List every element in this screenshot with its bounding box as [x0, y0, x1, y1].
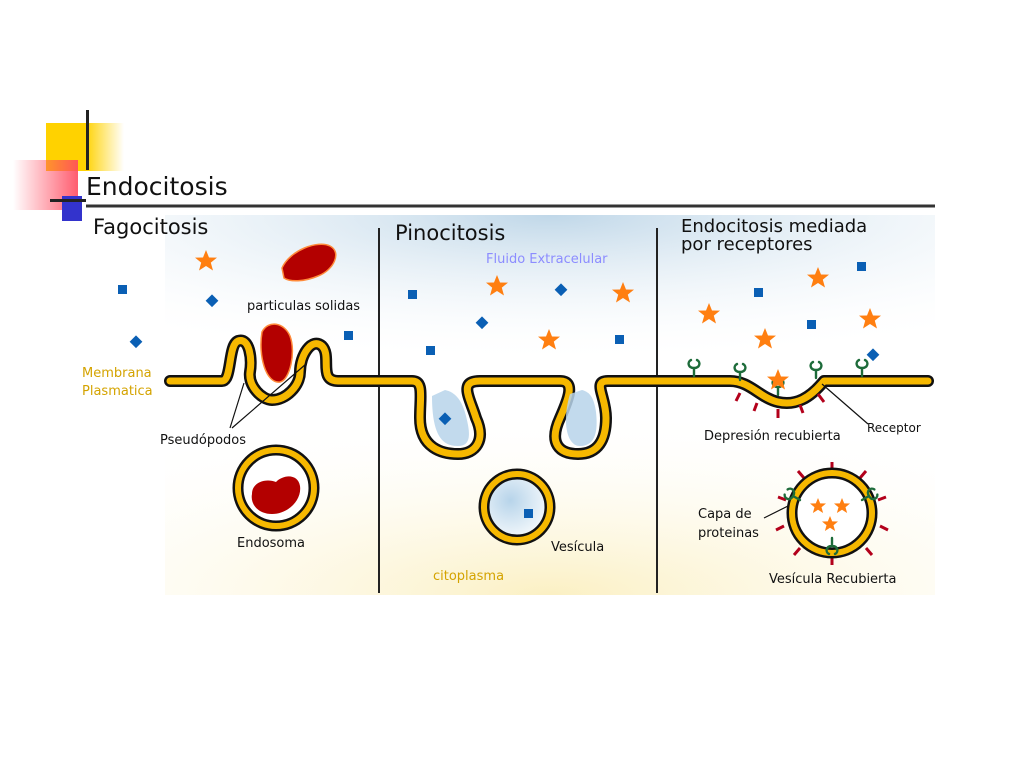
- pinocytic-vesicle-ring: [481, 471, 553, 543]
- membrane-label-line2: Plasmatica: [82, 384, 153, 399]
- vesicle-label: Vesícula: [551, 540, 604, 555]
- pinocytosis-invagination-fluid-2: [565, 390, 597, 446]
- receptor-pointer: [821, 383, 869, 425]
- receptores-heading-line2: por receptores: [681, 234, 813, 255]
- coated-pit-label: Depresión recubierta: [704, 429, 841, 444]
- solid-particle-1: [281, 243, 337, 282]
- endosome-ring: [235, 447, 317, 529]
- membrane-label-line1: Membrana: [82, 366, 152, 381]
- protein-coat-pointer: [763, 505, 789, 519]
- pseudopods-label: Pseudópodos: [160, 433, 246, 448]
- vertical-deco-line: [86, 110, 89, 170]
- pseudopods-pointer: [229, 363, 307, 429]
- blue-deco-square: [62, 196, 82, 221]
- extracellular-shading: [165, 215, 935, 380]
- coated-vesicle: [775, 462, 889, 565]
- extracellular-fluid-label: Fluido Extracelular: [486, 252, 608, 267]
- receptor-label: Receptor: [867, 421, 921, 435]
- plasma-membrane-fill: [166, 337, 932, 458]
- fagocitosis-heading: Fagocitosis: [93, 215, 208, 239]
- particles-label: particulas solidas: [247, 299, 360, 314]
- protein-coat-label-line2: proteinas: [698, 526, 759, 541]
- endosome-label: Endosoma: [237, 536, 305, 551]
- protein-coat: [775, 462, 889, 565]
- pinocitosis-heading: Pinocitosis: [395, 221, 505, 245]
- protein-coat-label-line1: Capa de: [698, 507, 752, 522]
- endosome-particle: [251, 476, 301, 514]
- solid-particle-2: [260, 323, 294, 383]
- coated-vesicle-label: Vesícula Recubierta: [769, 572, 896, 587]
- vesicle-solute: [524, 509, 533, 518]
- horizontal-deco-line: [50, 199, 86, 202]
- cytoplasm-label: citoplasma: [433, 569, 504, 584]
- pit-protein-coat: [734, 392, 826, 418]
- slide-title: Endocitosis: [86, 172, 228, 201]
- receptores-heading-line1: Endocitosis mediada: [681, 216, 867, 237]
